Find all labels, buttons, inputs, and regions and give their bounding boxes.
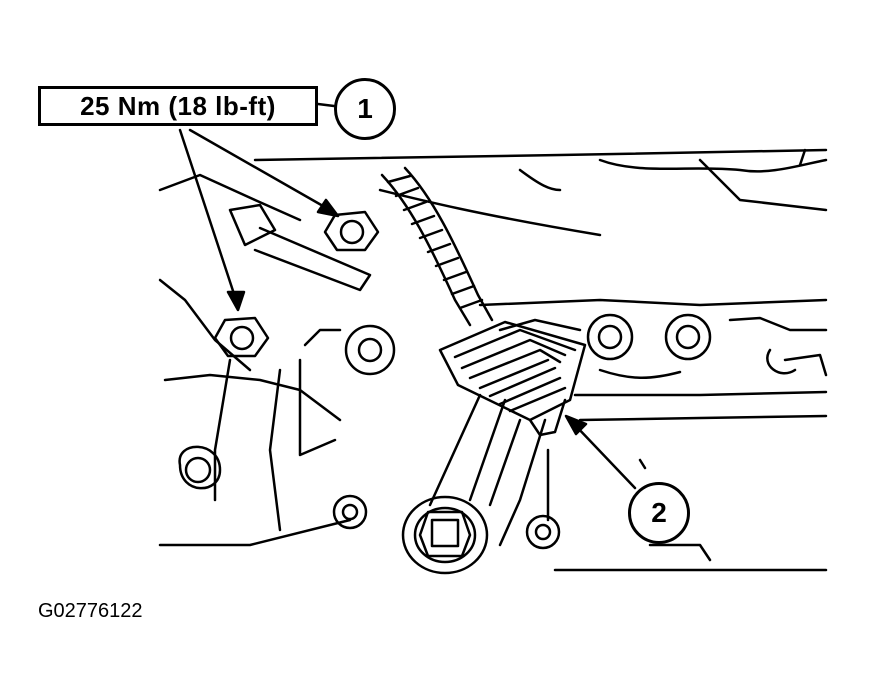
- base-edge: [553, 543, 828, 572]
- torque-spec-label: 25 Nm (18 lb-ft): [38, 86, 318, 126]
- callout-1-leader: [316, 102, 336, 108]
- large-bolt: [401, 495, 489, 575]
- center-boss: [303, 324, 396, 376]
- bolt-lower: [213, 316, 270, 358]
- bolt-upper: [323, 210, 380, 252]
- figure-id: G02776122: [38, 600, 143, 622]
- upper-housing: [253, 148, 828, 237]
- connector-arrow: [564, 414, 637, 490]
- right-housing: [478, 298, 828, 470]
- lower-bosses: [332, 494, 561, 550]
- callout-2: 2: [628, 482, 690, 544]
- sensor-connector: [438, 318, 587, 437]
- torque-arrows: [178, 128, 340, 312]
- wire-harness: [380, 166, 494, 327]
- left-bracket: [158, 173, 372, 547]
- sensor-arm: [428, 393, 550, 547]
- callout-1: 1: [334, 78, 396, 140]
